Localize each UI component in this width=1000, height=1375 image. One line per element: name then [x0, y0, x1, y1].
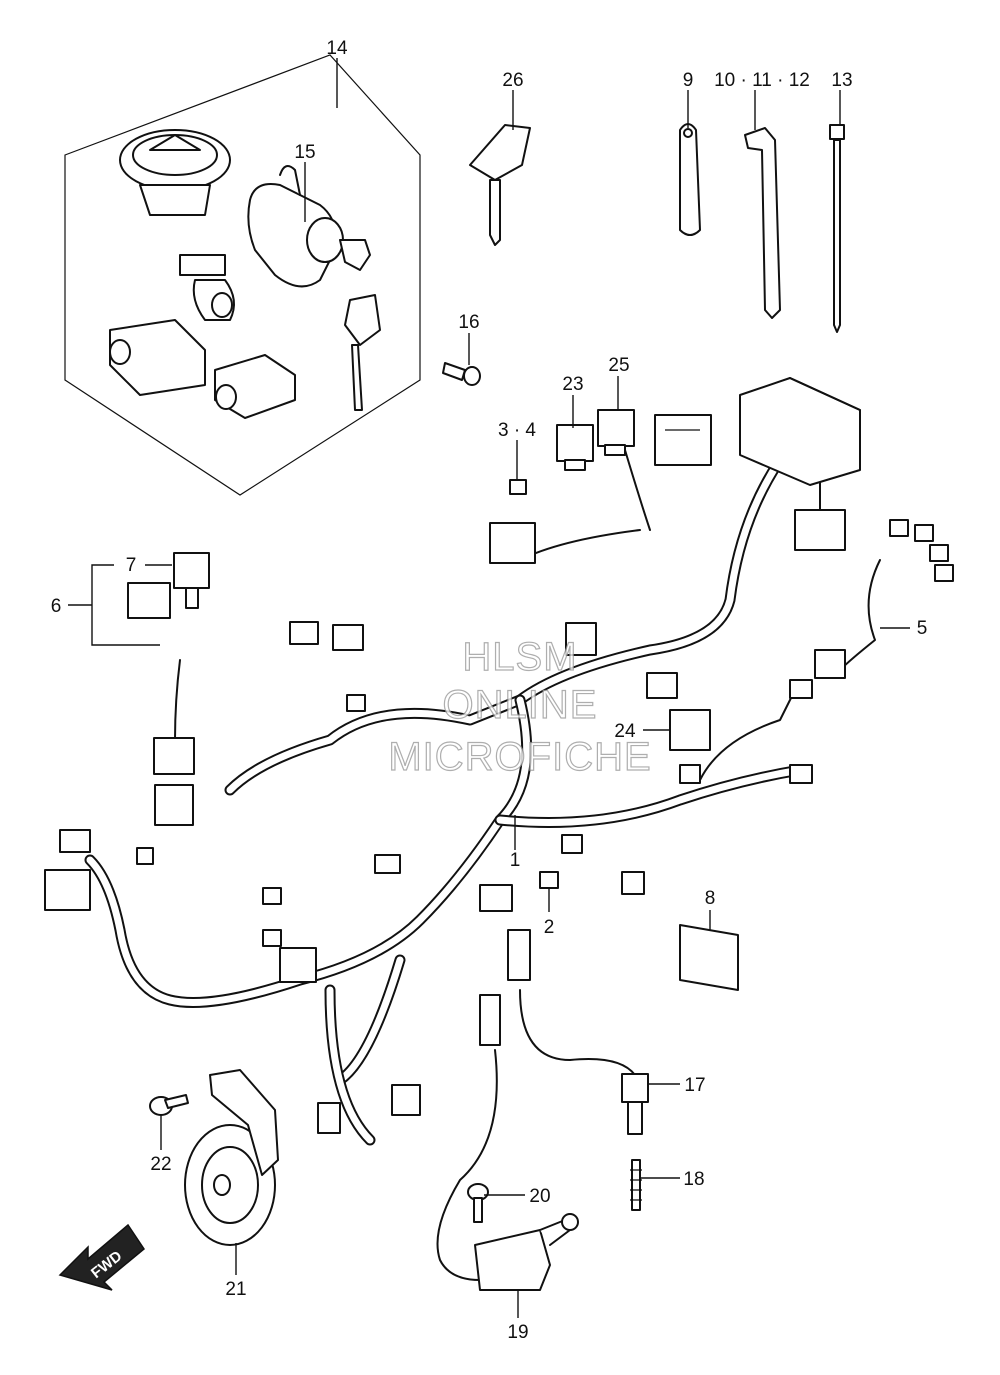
- sensor-7[interactable]: [173, 552, 210, 609]
- steering-lock[interactable]: [214, 354, 296, 419]
- screw-20[interactable]: [467, 1183, 489, 1223]
- callout-7: 7: [126, 555, 137, 576]
- callout-8: 8: [705, 888, 716, 909]
- spring-18[interactable]: [630, 1159, 642, 1211]
- callout-15: 15: [294, 142, 315, 163]
- lock-set-frame: [64, 54, 421, 496]
- callout-2: 2: [544, 917, 555, 938]
- watermark: HLSM ONLINE MICROFICHE: [388, 634, 652, 779]
- fuel-cap-lock[interactable]: [119, 129, 231, 216]
- fwd-arrow-icon: FWD: [58, 1223, 145, 1291]
- watermark-line-2: ONLINE: [443, 683, 598, 727]
- ecm-connector[interactable]: [739, 377, 861, 486]
- connector-block-upper[interactable]: [489, 522, 536, 564]
- callout-13: 13: [831, 70, 852, 91]
- callout-21: 21: [225, 1279, 246, 1300]
- connector-24[interactable]: [669, 709, 711, 751]
- callout-26: 26: [502, 70, 523, 91]
- callout-17: 17: [684, 1075, 705, 1096]
- small-connectors[interactable]: [262, 621, 813, 1134]
- callout-1: 1: [510, 850, 521, 871]
- key-blank[interactable]: [469, 124, 531, 246]
- callout-labels: 14 15 16 26 9 10 · 11 · 12 13 23 25 3 · …: [51, 38, 928, 1343]
- callout-22: 22: [150, 1154, 171, 1175]
- connector-left-cluster[interactable]: [44, 784, 194, 911]
- fuse[interactable]: [509, 479, 527, 495]
- bolt-22[interactable]: [149, 1094, 189, 1116]
- label-plate[interactable]: [679, 924, 739, 991]
- callout-20: 20: [529, 1186, 550, 1207]
- connector-6[interactable]: [127, 582, 195, 775]
- main-wiring-harness[interactable]: [84, 449, 881, 1146]
- lock-screw[interactable]: [442, 362, 481, 386]
- leader-lines: [68, 58, 910, 1318]
- horn-21[interactable]: [184, 1069, 279, 1246]
- callout-3-4: 3 · 4: [498, 420, 536, 441]
- wire-band[interactable]: [744, 127, 781, 319]
- connector-5-plugs[interactable]: [889, 519, 954, 582]
- callout-19: 19: [507, 1322, 528, 1343]
- callout-6: 6: [51, 596, 62, 617]
- connector-5-block[interactable]: [814, 649, 846, 679]
- callout-18: 18: [683, 1169, 704, 1190]
- callout-5: 5: [917, 618, 928, 639]
- switch-19[interactable]: [436, 994, 579, 1291]
- watermark-line-3: MICROFICHE: [388, 735, 651, 779]
- callout-25: 25: [608, 355, 629, 376]
- cable-tie[interactable]: [829, 124, 845, 333]
- callout-10-12: 10 · 11 · 12: [714, 70, 810, 91]
- relay-connector-25[interactable]: [597, 409, 635, 456]
- relay-connector-23[interactable]: [556, 424, 594, 471]
- fuse-box-connector[interactable]: [654, 414, 712, 466]
- callout-23: 23: [562, 374, 583, 395]
- callout-16: 16: [458, 312, 479, 333]
- helmet-lock[interactable]: [109, 319, 206, 396]
- watermark-line-1: HLSM: [462, 635, 577, 679]
- sensor-17[interactable]: [507, 929, 649, 1135]
- callout-24: 24: [614, 721, 636, 742]
- key-with-tag[interactable]: [344, 294, 381, 411]
- ignition-switch[interactable]: [247, 165, 371, 288]
- callout-9: 9: [683, 70, 694, 91]
- seat-lock[interactable]: [179, 254, 235, 321]
- callout-14: 14: [326, 38, 348, 59]
- connector-multi-pin[interactable]: [794, 509, 846, 551]
- wire-clamp[interactable]: [679, 123, 701, 236]
